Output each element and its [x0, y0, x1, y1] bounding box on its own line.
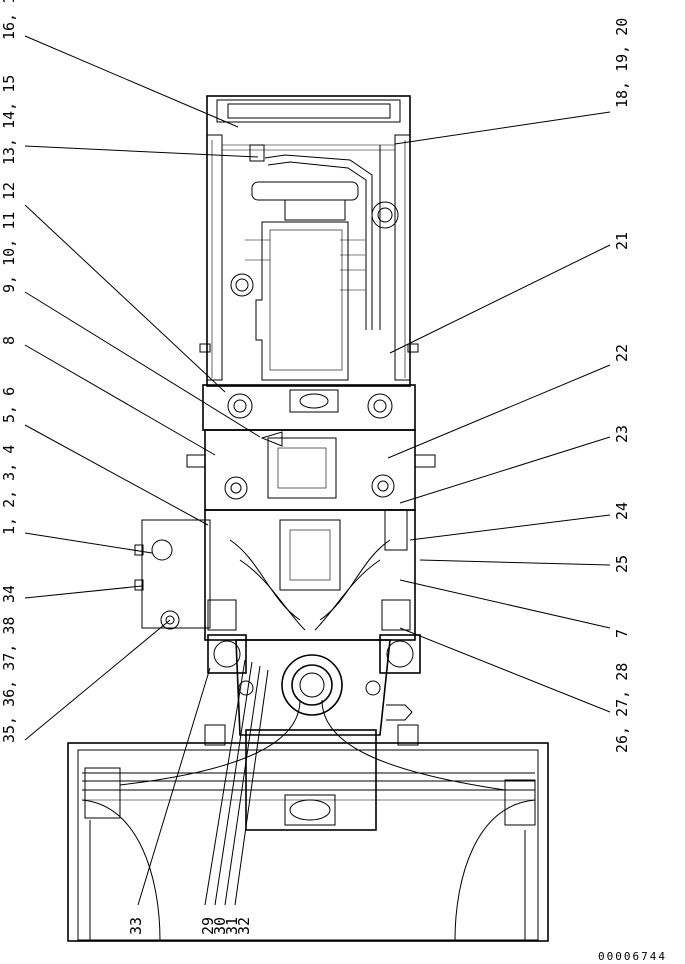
callout-24: 24: [613, 502, 631, 520]
callout-23: 23: [613, 425, 631, 443]
leader-lines: [24, 35, 611, 906]
callout-8: 8: [0, 336, 18, 345]
callout-22: 22: [613, 344, 631, 362]
callout-9-10-11: 9, 10, 11: [0, 212, 18, 293]
drawing-number: 00006744: [598, 950, 667, 963]
callout-18-19-20: 18, 19, 20: [613, 18, 631, 108]
callout-29: 29: [199, 917, 217, 935]
callout-21: 21: [613, 232, 631, 250]
callout-13-14-15: 13, 14, 15: [0, 75, 18, 165]
callout-26-27-28: 26, 27, 28: [613, 663, 631, 753]
callout-35-36-37-38: 35, 36, 37, 38: [0, 617, 18, 743]
callout-32: 32: [235, 917, 253, 935]
callout-7: 7: [613, 629, 631, 638]
callout-1-2-3-4: 1, 2, 3, 4: [0, 445, 18, 535]
callout-33: 33: [127, 917, 145, 935]
callout-16-17: 16, 17: [0, 0, 18, 40]
callout-12: 12: [0, 182, 18, 200]
front-frame: [67, 699, 549, 942]
upper-frame: [199, 95, 419, 387]
callout-34: 34: [0, 585, 18, 603]
callout-5-6: 5, 6: [0, 387, 18, 423]
callout-31: 31: [223, 917, 241, 935]
lower-section: [134, 509, 421, 674]
mid-section: [186, 384, 436, 511]
callout-labels: 16, 17 13, 14, 15 12 9, 10, 11 8 5, 6 1,…: [0, 0, 631, 935]
engine-block: [230, 144, 399, 381]
callout-30: 30: [211, 917, 229, 935]
callout-25: 25: [613, 555, 631, 573]
center-swivel: [204, 639, 419, 746]
